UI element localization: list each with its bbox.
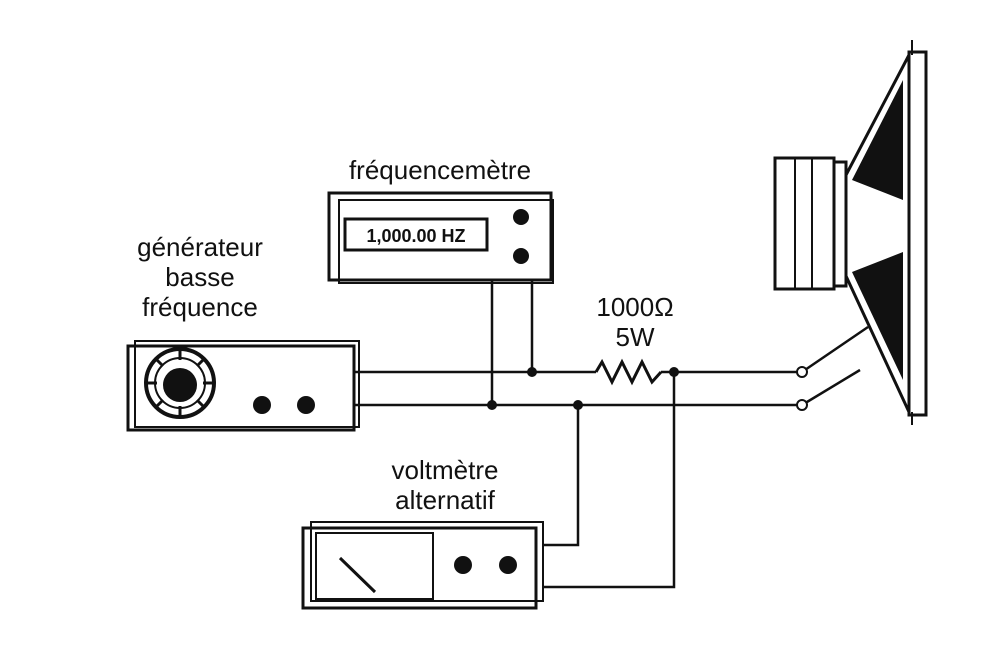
voltmeter-terminal-1 — [454, 556, 472, 574]
wire-speaker-bottom — [801, 368, 861, 407]
wire-speaker-top — [801, 325, 869, 374]
voltmeter-label: voltmètre alternatif — [391, 455, 499, 515]
speaker-pole — [832, 160, 848, 288]
junction-dot — [669, 367, 679, 377]
speaker-terminal-top — [796, 366, 808, 378]
wire-voltmeter-top — [543, 405, 580, 547]
generator-terminal-1 — [253, 396, 271, 414]
generator-body — [126, 344, 356, 432]
generator-label: générateur basse fréquence — [137, 232, 263, 322]
generator-shadow — [134, 340, 360, 428]
speaker-cone-shade-top — [852, 80, 903, 200]
voltmeter-shadow — [310, 521, 544, 602]
voltmeter-needle — [338, 556, 377, 594]
wires — [354, 280, 869, 589]
junctions — [487, 367, 679, 410]
speaker-terminal-bottom — [796, 399, 808, 411]
frequency-meter-label: fréquencemètre — [348, 155, 532, 185]
junction-dot — [487, 400, 497, 410]
junction-dot — [527, 367, 537, 377]
frequency-meter-knob-bottom — [513, 248, 529, 264]
generator-dial-ring — [144, 347, 216, 419]
frequency-meter-readout: 1,000.00 HZ — [366, 226, 465, 246]
resistor-1000-ohm — [594, 358, 663, 386]
generator-dial-ticks — [148, 351, 212, 415]
generator-dial-knob — [163, 368, 197, 402]
speaker-frame — [907, 50, 928, 417]
frequency-meter-knob-top — [513, 209, 529, 225]
voltmeter-scale-window — [315, 532, 434, 600]
speaker-magnet — [773, 156, 836, 291]
loudspeaker — [773, 40, 928, 425]
frequency-meter-shadow — [338, 199, 554, 284]
voltmeter-body — [301, 526, 538, 610]
speaker-cone-shade-bottom — [852, 252, 903, 380]
wire-voltmeter-bottom — [543, 372, 676, 589]
resistor-label: 1000Ω 5W — [596, 292, 674, 352]
signal-generator — [126, 340, 360, 432]
voltmeter-terminal-2 — [499, 556, 517, 574]
generator-terminal-2 — [297, 396, 315, 414]
ac-voltmeter — [301, 521, 544, 610]
frequency-meter-display-box — [343, 217, 489, 252]
junction-dot — [573, 400, 583, 410]
frequency-meter — [327, 191, 554, 284]
frequency-meter-body — [327, 191, 553, 282]
